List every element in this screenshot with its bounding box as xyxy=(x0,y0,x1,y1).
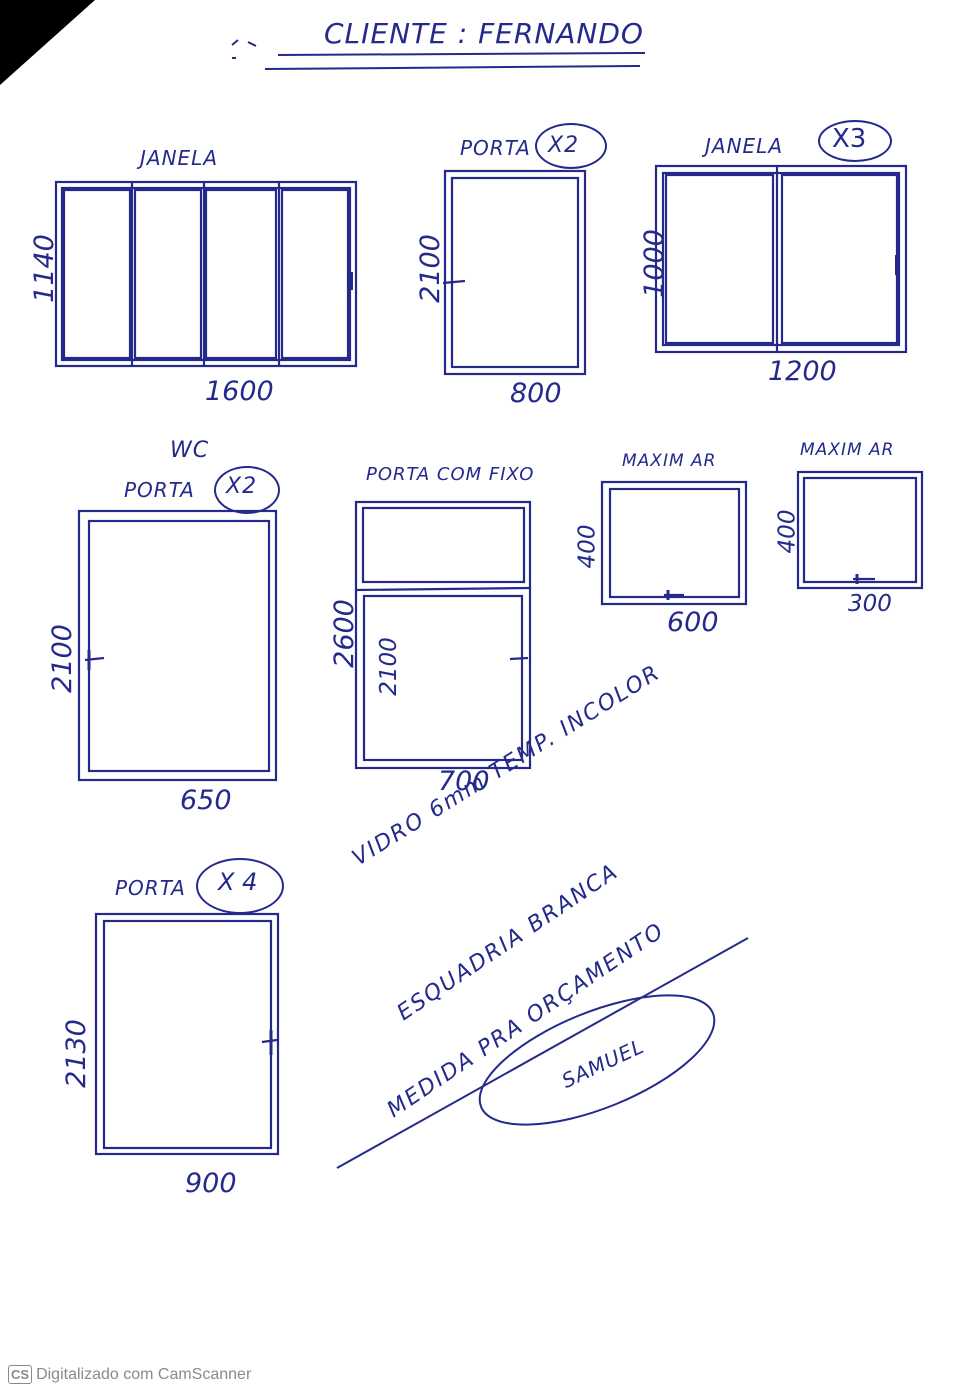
porta-com-fixo-frame xyxy=(354,500,532,770)
porta-900-qty-circle xyxy=(196,858,284,914)
wc-room-label: WC xyxy=(170,438,210,463)
porta-800-width: 800 xyxy=(510,378,562,409)
janela-4-panes-frame xyxy=(54,180,358,368)
header-underline xyxy=(231,39,646,70)
wc-porta-width: 650 xyxy=(180,785,232,816)
porta-fixo-width: 700 xyxy=(438,766,490,797)
porta-800-frame xyxy=(442,169,587,376)
janela-2-label: JANELA xyxy=(705,134,784,158)
maxim-ar-600-label: MAXIM AR xyxy=(622,451,717,471)
porta-900-frame xyxy=(94,912,280,1156)
janela-2-panes-frame xyxy=(654,164,908,354)
porta-900-label: PORTA xyxy=(115,876,186,900)
porta-fixo-door-height: 2100 xyxy=(375,637,402,696)
wc-porta-qty-circle xyxy=(214,466,280,514)
client-header: CLIENTE : FERNANDO xyxy=(324,17,644,50)
janela-2-height: 1000 xyxy=(638,229,670,298)
porta-800-height: 2100 xyxy=(414,234,446,303)
janela-4-label: JANELA xyxy=(140,146,219,170)
camscanner-logo-icon: CS xyxy=(8,1365,33,1384)
porta-900-height: 2130 xyxy=(60,1019,92,1088)
wc-porta-frame xyxy=(77,509,278,782)
maxim-ar-300-label: MAXIM AR xyxy=(800,440,895,460)
note-strike-line xyxy=(336,937,749,1169)
porta-800-qty: X2 xyxy=(548,133,580,158)
wc-porta-qty: X2 xyxy=(226,474,258,499)
porta-fixo-total-height: 2600 xyxy=(328,599,360,668)
maxim-ar-300-height: 400 xyxy=(774,509,801,554)
janela-2-width: 1200 xyxy=(768,356,837,387)
scanner-watermark-text: Digitalizado com CamScanner xyxy=(36,1366,252,1383)
maxim-ar-600-width: 600 xyxy=(667,607,719,638)
porta-900-qty: X 4 xyxy=(218,868,258,896)
signature-ellipse xyxy=(478,994,716,1126)
porta-800-qty-circle xyxy=(535,123,607,169)
maxim-ar-600-frame xyxy=(600,480,748,606)
janela-2-qty: X3 xyxy=(832,124,867,154)
wc-porta-height: 2100 xyxy=(46,624,78,693)
wc-porta-label: PORTA xyxy=(124,478,195,502)
porta-800-label: PORTA xyxy=(460,136,531,160)
janela-4-width: 1600 xyxy=(205,376,274,407)
porta-fixo-label: PORTA COM FIXO xyxy=(366,464,535,485)
scan-corner-fold xyxy=(0,0,95,85)
janela-4-height: 1140 xyxy=(28,234,60,303)
janela-2-qty-circle xyxy=(818,120,892,162)
porta-900-width: 900 xyxy=(185,1168,237,1199)
maxim-ar-300-frame xyxy=(796,470,924,590)
maxim-ar-600-height: 400 xyxy=(574,524,601,569)
maxim-ar-300-width: 300 xyxy=(848,591,892,617)
